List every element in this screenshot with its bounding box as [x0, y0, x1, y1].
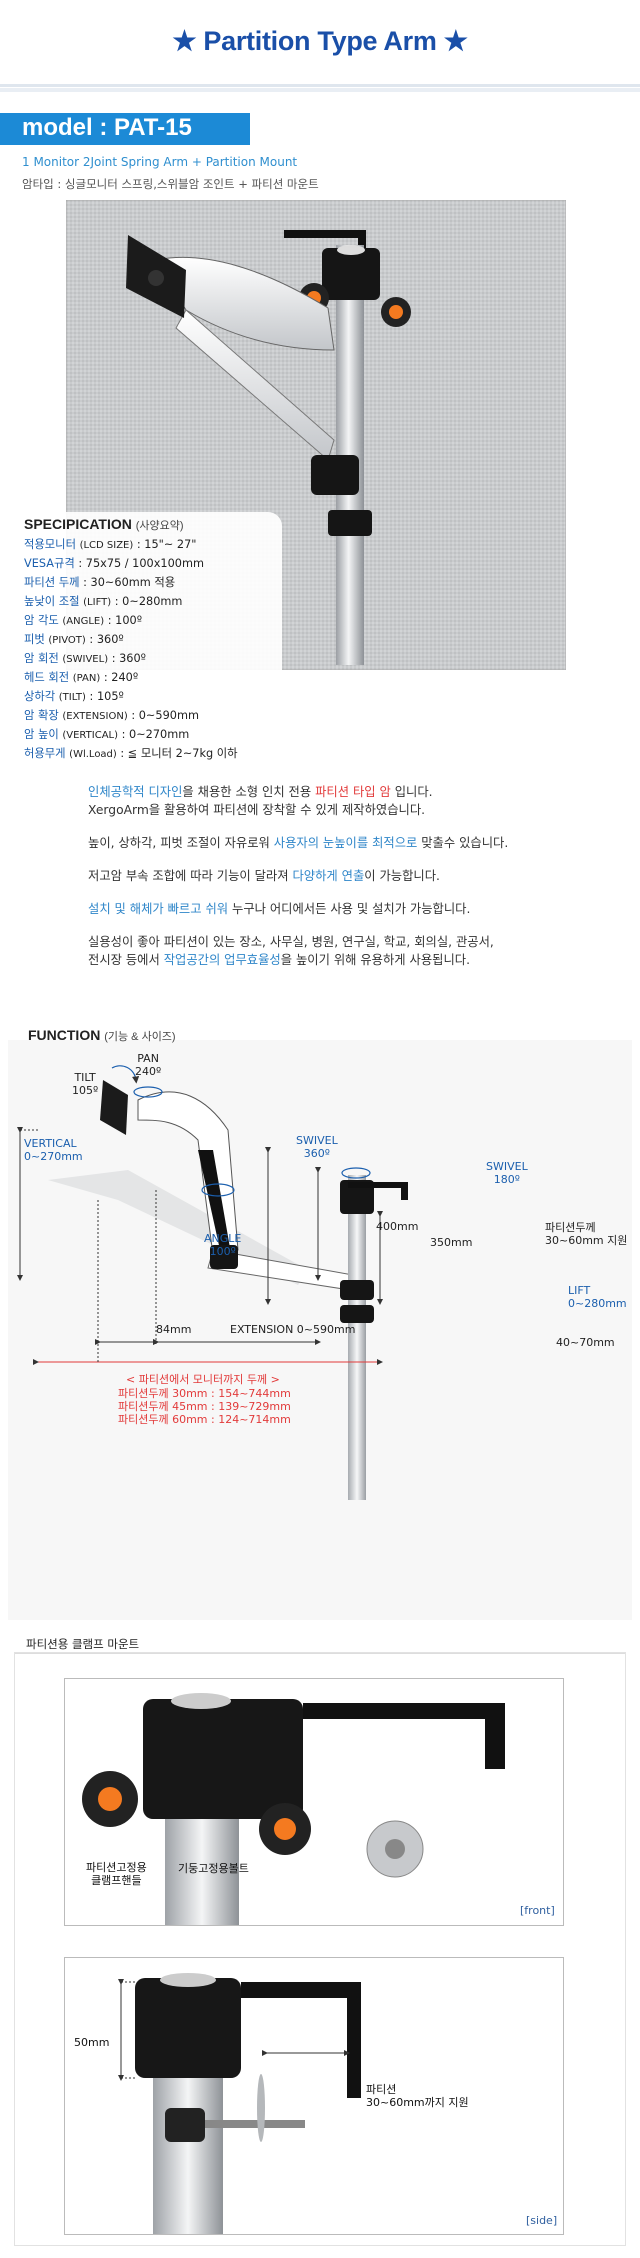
distance-title: < 파티션에서 모니터까지 두께 > — [126, 1373, 280, 1386]
spec-item: 적용모니터 (LCD SIZE) : 15"~ 27" — [24, 538, 197, 551]
function-illustration — [17, 1065, 408, 1500]
clamp-section — [14, 1652, 626, 2246]
extension-label: EXTENSION 0~590mm — [230, 1323, 356, 1336]
front-collar — [143, 1699, 303, 1819]
clamp-side-frame — [64, 1957, 564, 2235]
spec-heading: SPECIPICATION (사양요약) — [24, 516, 184, 532]
spec-item: 피벗 (PIVOT) : 360º — [24, 633, 124, 646]
distance-rows: 파티션두께 30mm : 154~744mm 파티션두께 45mm : 139~… — [118, 1387, 291, 1426]
clamp-heading: 파티션용 클램프 마운트 — [26, 1637, 140, 1651]
top-collar — [322, 248, 380, 300]
diagram-clamp — [348, 1182, 408, 1200]
spec-list: 적용모니터 (LCD SIZE) : 15"~ 27" VESA규격 : 75x7… — [24, 536, 238, 764]
spec-item: 암 높이 (VERTICAL) : 0~270mm — [24, 728, 190, 741]
side-knob — [165, 2108, 205, 2142]
height-400-label: 400mm — [376, 1220, 419, 1233]
model-name: model : PAT-15 — [22, 114, 192, 141]
front-tag: [front] — [520, 1904, 555, 1917]
desc-p4: 설치 및 해체가 빠르고 쉬워 누구나 어디에서든 사용 및 설치가 가능합니다… — [88, 902, 471, 916]
side-tag: [side] — [526, 2214, 558, 2227]
width-40-70-label: 40~70mm — [556, 1336, 615, 1349]
spring-arm — [155, 257, 335, 351]
clamp-heading-bar — [14, 1632, 626, 1654]
page-header: ★ Partition Type Arm ★ — [0, 0, 640, 92]
spec-item: 높낮이 조절 (LIFT) : 0~280mm — [24, 595, 183, 608]
side-collar — [135, 1978, 241, 2078]
desc-p3: 저고암 부속 조합에 따라 기능이 달라져 다양하게 연출이 가능합니다. — [88, 869, 440, 883]
spec-item: VESA규격 : 75x75 / 100x100mm — [24, 557, 204, 570]
spec-panel: SPECIPICATION (사양요약) 적용모니터 (LCD SIZE) : … — [14, 512, 282, 760]
clamp-side-illustration — [118, 1973, 361, 2234]
side-clamp-bracket — [241, 1982, 361, 2098]
spec-item: 상하각 (TILT) : 105º — [24, 690, 124, 703]
desc-p1: 인체공학적 디자인을 채용한 소형 인치 전용 파티션 타입 암 입니다.Xer… — [88, 785, 433, 817]
spec-item: 암 회전 (SWIVEL) : 360º — [24, 652, 146, 665]
lower-collar — [311, 455, 359, 495]
model-bar: model : PAT-15 — [0, 113, 250, 145]
description: 인체공학적 디자인을 채용한 소형 인치 전용 파티션 타입 암 입니다.Xer… — [88, 783, 608, 984]
function-heading: FUNCTION (기능 & 사이즈) — [28, 1027, 176, 1043]
front-label-bolt: 기둥고정용볼트 — [178, 1862, 249, 1875]
diagram-head — [100, 1080, 128, 1135]
desc-p5: 실용성이 좋아 파티션이 있는 장소, 사무실, 병원, 연구실, 학교, 회의… — [88, 935, 494, 967]
spec-item: 암 각도 (ANGLE) : 100º — [24, 614, 143, 627]
spec-item: 헤드 회전 (PAN) : 240º — [24, 671, 139, 684]
spec-item: 암 확장 (EXTENSION) : 0~590mm — [24, 709, 199, 722]
front-clamp-bracket — [303, 1703, 505, 1769]
clamp-front-illustration — [82, 1693, 505, 1929]
diagram-pole — [348, 1175, 366, 1500]
desc-p2: 높이, 상하각, 피벗 조절이 자유로워 사용자의 눈높이를 최적으로 맞출수 … — [88, 836, 509, 850]
clamp-front-frame — [64, 1678, 564, 1929]
clamp-bracket — [284, 230, 366, 256]
spec-item: 허용무게 (Wl.Load) : ≦ 모니터 2~7kg 이하 — [24, 747, 238, 760]
model-subtitle-en: 1 Monitor 2Joint Spring Arm + Partition … — [22, 155, 298, 169]
width-84-label: 84mm — [156, 1323, 192, 1336]
page-title: ★ Partition Type Arm ★ — [172, 26, 468, 56]
header-divider — [0, 84, 640, 87]
spec-item: 파티션 두께 : 30~60mm 적용 — [24, 576, 176, 589]
model-subtitle-ko: 암타입 : 싱글모니터 스프링,스위블암 조인트 + 파티션 마운트 — [22, 177, 319, 191]
side-height-label: 50mm — [74, 2036, 110, 2049]
height-350-label: 350mm — [430, 1236, 473, 1249]
